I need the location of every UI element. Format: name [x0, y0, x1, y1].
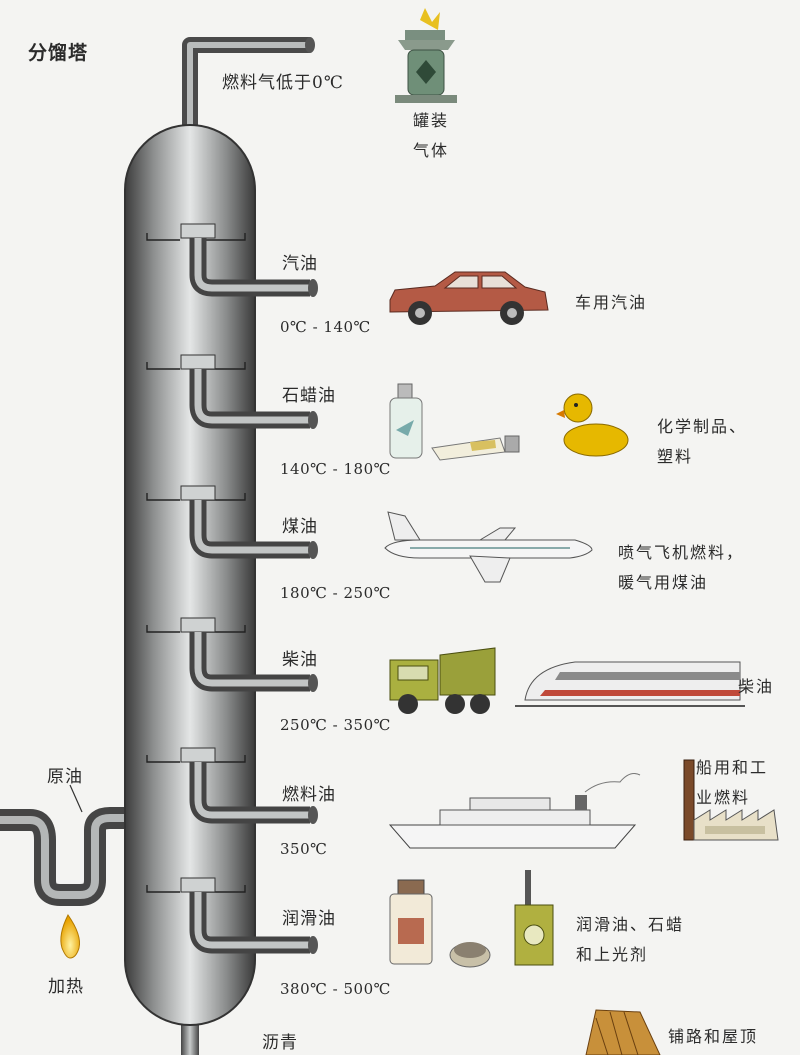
- fraction-temp: 350℃: [280, 840, 328, 858]
- gas-use: 罐装 气体: [413, 111, 450, 160]
- crude-oil-pointer: [69, 784, 83, 813]
- heating-label: 加热: [48, 977, 84, 997]
- fraction-temp: 380℃ - 500℃: [280, 980, 391, 998]
- fraction-use: 化学制品、 塑料: [657, 417, 748, 466]
- fraction-use: 柴油: [738, 677, 775, 696]
- flame-icon: [60, 914, 80, 959]
- fraction-temp: 250℃ - 350℃: [280, 716, 391, 734]
- fraction-temp: 140℃ - 180℃: [280, 460, 391, 478]
- fraction-name: 煤油: [282, 517, 318, 537]
- tube-icon: [431, 435, 520, 461]
- gas-label: 燃料气低于0℃: [222, 73, 344, 93]
- jar-icon: [389, 879, 433, 965]
- train-icon: [515, 661, 745, 707]
- bottle-icon: [389, 383, 423, 459]
- crude-oil-inlet-pipe: [0, 807, 140, 906]
- crude-oil-label: 原油: [47, 767, 83, 787]
- airplane-icon: [384, 511, 593, 583]
- gas-cylinder-icon: [395, 8, 457, 103]
- rubber-duck-icon: [556, 393, 629, 457]
- asphalt-use: 铺路和屋顶: [668, 1027, 759, 1046]
- ship-icon: [388, 773, 641, 849]
- side-draw-pipes: [180, 223, 318, 954]
- fraction-name: 柴油: [282, 650, 318, 670]
- fraction-temp: 0℃ - 140℃: [280, 318, 371, 336]
- roof-icon: [585, 1009, 661, 1055]
- fraction-name: 石蜡油: [282, 386, 336, 406]
- factory-icon: [683, 759, 779, 841]
- tin-icon: [449, 942, 491, 968]
- asphalt-label: 沥青: [262, 1033, 298, 1053]
- fraction-use: 润滑油、石蜡 和上光剂: [576, 915, 685, 964]
- fraction-name: 燃料油: [282, 785, 336, 805]
- fraction-name: 润滑油: [282, 909, 336, 929]
- diagram-title: 分馏塔: [28, 42, 89, 64]
- dump-truck-icon: [389, 647, 496, 714]
- fraction-use: 车用汽油: [575, 293, 648, 312]
- fraction-use: 船用和工 业燃料: [696, 758, 769, 807]
- fraction-use: 喷气飞机燃料， 暖气用煤油: [618, 543, 745, 592]
- fraction-temp: 180℃ - 250℃: [280, 584, 391, 602]
- fractionating-tower: [124, 124, 256, 1026]
- car-icon: [389, 271, 549, 325]
- fraction-name: 汽油: [282, 254, 318, 274]
- can-icon: [514, 870, 554, 966]
